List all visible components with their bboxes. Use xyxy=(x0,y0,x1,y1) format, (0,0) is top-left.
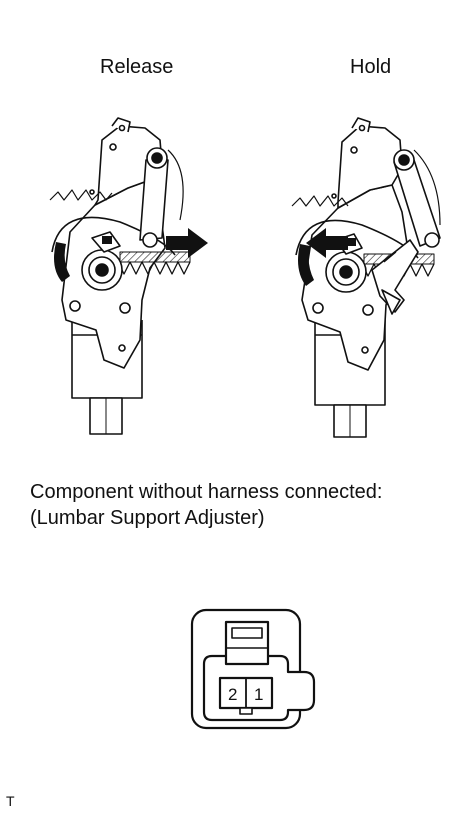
caption-line-1: Component without harness connected: xyxy=(30,481,383,503)
pin-label-1: 1 xyxy=(254,685,263,704)
connector-diagram xyxy=(190,608,316,730)
pin-label-2: 2 xyxy=(228,685,237,704)
release-label: Release xyxy=(100,56,174,78)
caption-line-2: (Lumbar Support Adjuster) xyxy=(30,507,265,529)
release-arrow xyxy=(166,228,208,258)
hold-label: Hold xyxy=(350,56,392,78)
release-mechanism xyxy=(49,117,191,435)
hold-arrow xyxy=(306,228,348,258)
hold-mechanism xyxy=(291,117,441,438)
corner-code: T xyxy=(6,793,15,809)
